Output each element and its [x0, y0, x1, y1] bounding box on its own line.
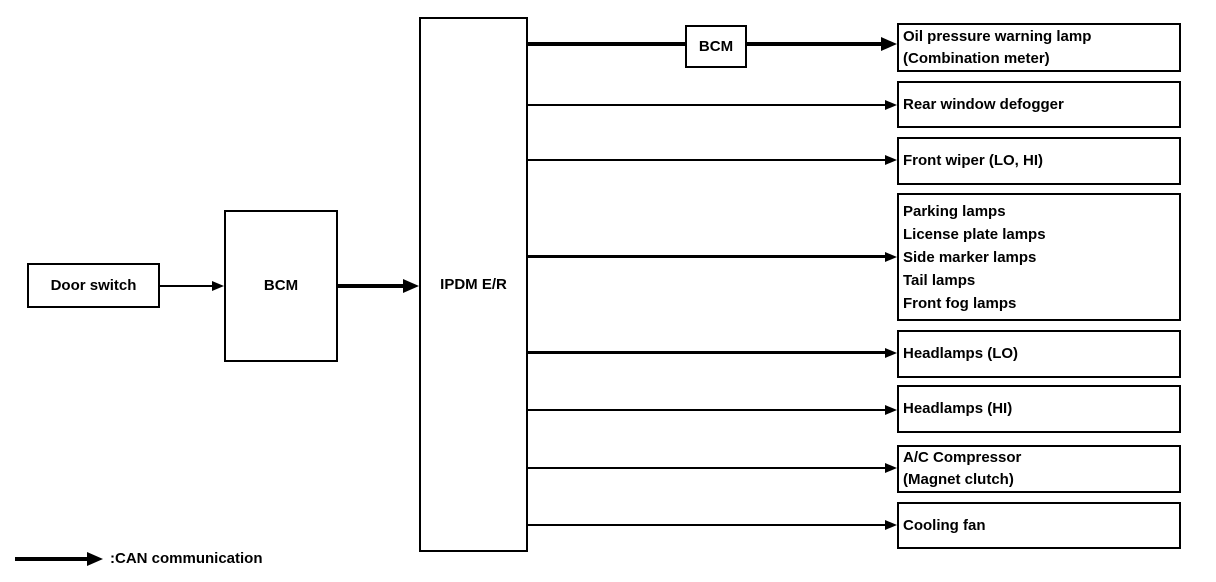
arrowhead-ipdm-to-headlamps-lo — [885, 348, 897, 358]
arrowhead-ipdm-to-ac-compressor — [885, 463, 897, 473]
arrowhead-ipdm-to-lamps-group — [885, 252, 897, 262]
connector-ipdm-to-headlamps-lo — [528, 351, 886, 354]
node-rear-window-defogger: Rear window defogger — [897, 81, 1181, 128]
connector-ipdm-to-front-wiper — [528, 159, 886, 161]
arrowhead-ipdm-to-cooling-fan — [885, 520, 897, 530]
node-bcm-relay-label: BCM — [698, 37, 734, 55]
connector-ipdm-to-cooling-fan — [528, 524, 886, 526]
arrowhead-door-switch-to-bcm — [212, 281, 224, 291]
node-oil-pressure-warning-lamp: Oil pressure warning lamp (Combination m… — [897, 23, 1181, 72]
connector-ipdm-to-ac-compressor — [528, 467, 886, 469]
node-headlamps-lo: Headlamps (LO) — [897, 330, 1181, 378]
node-cooling-fan: Cooling fan — [897, 502, 1181, 549]
connector-ipdm-to-rear-defogger — [528, 104, 886, 106]
connector-bcm-relay-to-oil-lamp-can — [747, 42, 882, 46]
node-bcm-main-label: BCM — [263, 277, 299, 294]
arrowhead-ipdm-to-front-wiper — [885, 155, 897, 165]
node-bcm-main: BCM — [224, 210, 338, 362]
node-headlamps-hi: Headlamps (HI) — [897, 385, 1181, 433]
connector-door-switch-to-bcm — [160, 285, 213, 287]
node-front-wiper: Front wiper (LO, HI) — [897, 137, 1181, 185]
connector-bcm-to-ipdm-can — [338, 284, 404, 288]
node-bcm-relay: BCM — [685, 25, 747, 68]
node-ipdm-er-label: IPDM E/R — [440, 275, 507, 293]
legend-can-arrow-line — [15, 557, 89, 561]
connector-ipdm-to-lamps-group — [528, 255, 886, 258]
arrowhead-ipdm-to-headlamps-hi — [885, 405, 897, 415]
connector-ipdm-to-headlamps-hi — [528, 409, 886, 411]
arrowhead-ipdm-to-rear-defogger — [885, 100, 897, 110]
arrowhead-bcm-relay-to-oil-lamp — [881, 37, 897, 51]
legend-can-label: :CAN communication — [110, 550, 263, 567]
node-door-switch: Door switch — [27, 263, 160, 308]
node-door-switch-label: Door switch — [50, 276, 137, 294]
arrowhead-bcm-to-ipdm-can — [403, 279, 419, 293]
node-lamps-group: Parking lamps License plate lamps Side m… — [897, 193, 1181, 321]
connector-ipdm-to-bcm-relay-can — [528, 42, 685, 46]
legend-can-arrowhead-icon — [87, 552, 103, 566]
node-ac-compressor: A/C Compressor (Magnet clutch) — [897, 445, 1181, 493]
node-ipdm-er: IPDM E/R — [419, 17, 528, 552]
